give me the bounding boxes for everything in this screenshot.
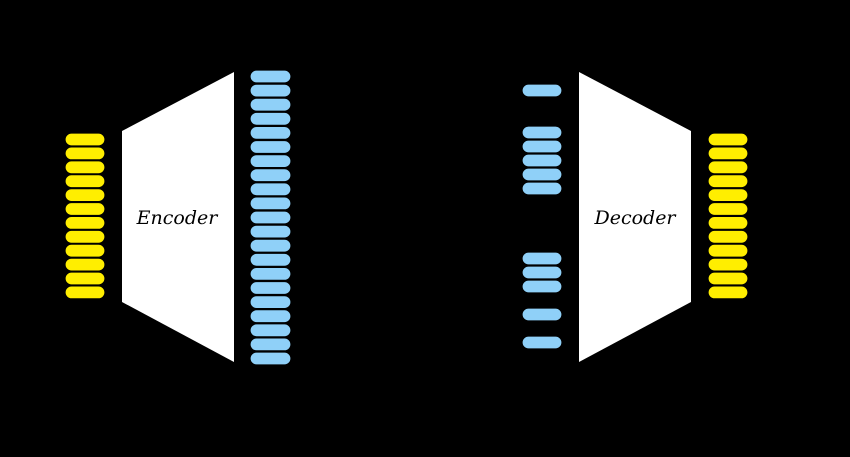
output-unit bbox=[707, 229, 749, 244]
output-unit bbox=[707, 201, 749, 217]
sparse-latent-unit bbox=[521, 83, 563, 98]
output-unit bbox=[707, 271, 749, 286]
latent-unit bbox=[249, 238, 292, 253]
sparse-latent-unit bbox=[521, 335, 563, 350]
latent-unit bbox=[249, 337, 292, 352]
input-unit bbox=[64, 146, 106, 161]
latent-unit bbox=[249, 69, 292, 84]
output-unit bbox=[707, 215, 749, 230]
latent-unit bbox=[249, 125, 292, 141]
input-unit bbox=[64, 229, 106, 244]
input-unit bbox=[64, 160, 106, 175]
sparse-latent-unit bbox=[521, 153, 563, 168]
sparse-latent-unit bbox=[521, 265, 563, 280]
input-unit bbox=[64, 243, 106, 258]
output-unit bbox=[707, 132, 749, 147]
decoder-label: Decoder bbox=[593, 207, 677, 229]
latent-unit bbox=[249, 196, 292, 211]
latent-unit bbox=[249, 210, 292, 225]
latent-unit bbox=[249, 351, 292, 366]
latent-unit bbox=[249, 266, 292, 281]
latent-unit bbox=[249, 224, 292, 239]
encoder-label: Encoder bbox=[136, 207, 220, 229]
decoder-block bbox=[579, 72, 691, 362]
latent-unit bbox=[249, 154, 292, 169]
latent-unit bbox=[249, 168, 292, 183]
latent-unit bbox=[249, 182, 292, 197]
input-unit bbox=[64, 201, 106, 217]
latent-unit bbox=[249, 83, 292, 98]
sparse-latent-unit bbox=[521, 125, 563, 140]
output-unit bbox=[707, 243, 749, 258]
output-unit bbox=[707, 188, 749, 203]
latent-unit bbox=[249, 323, 292, 338]
sparse-latent-unit bbox=[521, 279, 563, 294]
output-layer bbox=[707, 132, 749, 300]
output-unit bbox=[707, 160, 749, 175]
input-unit bbox=[64, 132, 106, 147]
sparse-latent-unit bbox=[521, 139, 563, 154]
latent-unit bbox=[249, 309, 292, 324]
output-unit bbox=[707, 174, 749, 189]
latent-unit bbox=[249, 280, 292, 296]
latent-unit bbox=[249, 139, 292, 155]
latent-unit bbox=[249, 97, 292, 112]
output-unit bbox=[707, 146, 749, 161]
input-unit bbox=[64, 271, 106, 286]
output-unit bbox=[707, 257, 749, 272]
input-layer bbox=[64, 132, 106, 300]
sparse-latent-layer bbox=[521, 83, 563, 350]
input-unit bbox=[64, 285, 106, 300]
latent-layer bbox=[249, 69, 292, 366]
latent-unit bbox=[249, 295, 292, 310]
sparse-latent-unit bbox=[521, 251, 563, 266]
sparse-latent-unit bbox=[521, 167, 563, 182]
output-unit bbox=[707, 285, 749, 300]
input-unit bbox=[64, 257, 106, 272]
sparse-latent-unit bbox=[521, 181, 563, 196]
encoder-block bbox=[122, 72, 234, 362]
input-unit bbox=[64, 215, 106, 230]
sparse-latent-unit bbox=[521, 307, 563, 322]
latent-unit bbox=[249, 252, 292, 267]
input-unit bbox=[64, 174, 106, 189]
latent-unit bbox=[249, 111, 292, 126]
input-unit bbox=[64, 188, 106, 203]
